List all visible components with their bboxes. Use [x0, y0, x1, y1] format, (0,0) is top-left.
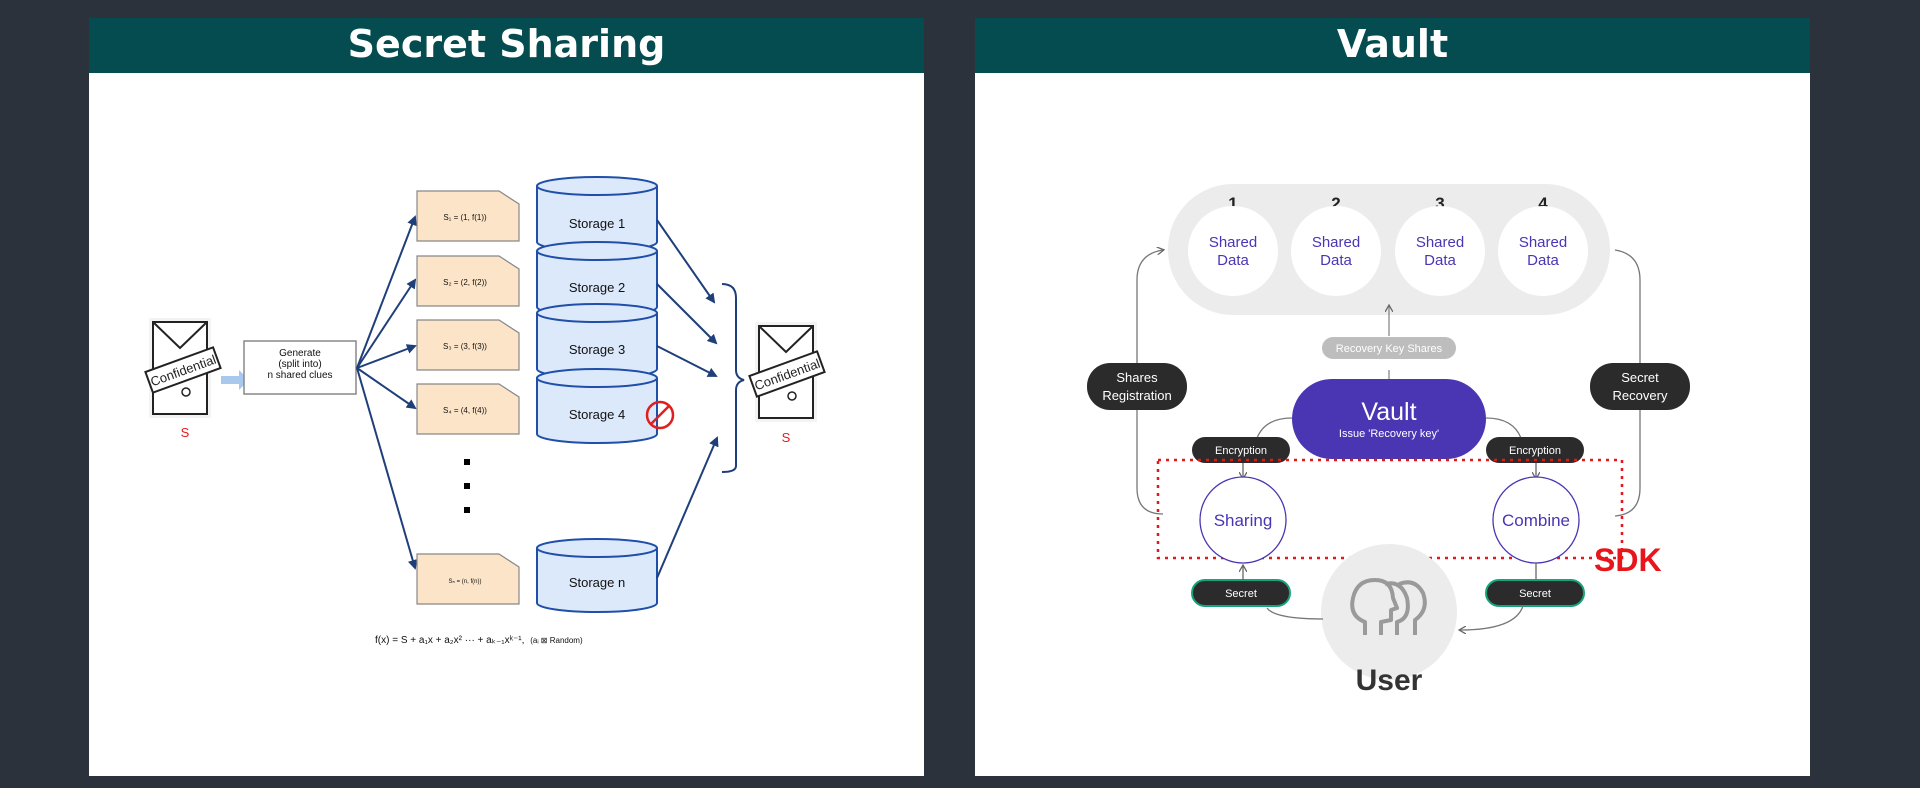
storage-4: Storage 4: [536, 368, 658, 444]
svg-text:Secret: Secret: [1519, 588, 1551, 600]
svg-text:Shared: Shared: [1519, 234, 1567, 251]
svg-text:n shared clues: n shared clues: [267, 370, 332, 381]
blocked-icon: [645, 400, 675, 430]
svg-text:Recovery: Recovery: [1613, 388, 1668, 403]
shared-data-3: 3 Shared Data: [1395, 194, 1485, 296]
confidential-envelope-left: Confidential: [144, 318, 222, 418]
svg-text:S₃ = (3, f(3)): S₃ = (3, f(3)): [443, 342, 487, 351]
vault-to-encryption-right: [1485, 417, 1522, 439]
confidential-envelope-right: Confidential: [748, 322, 826, 422]
svg-text:Storage n: Storage n: [569, 575, 625, 590]
encryption-pill-left: [1192, 437, 1290, 463]
vault-core: [1292, 379, 1486, 459]
svg-text:S₄ = (4, f(4)): S₄ = (4, f(4)): [443, 406, 487, 415]
svg-text:Encryption: Encryption: [1509, 445, 1561, 457]
split-arrow: [221, 370, 249, 390]
share-card-4: S₄ = (4, f(4)): [416, 383, 520, 435]
svg-text:(split into): (split into): [278, 359, 321, 370]
ellipsis-dot: [464, 483, 470, 489]
svg-text:Generate: Generate: [279, 348, 321, 359]
svg-text:Secret: Secret: [1621, 370, 1659, 385]
svg-text:Storage 1: Storage 1: [569, 216, 625, 231]
recovery-key-shares-label: Recovery Key Shares: [1336, 343, 1443, 355]
svg-text:Data: Data: [1424, 252, 1456, 269]
fan-out-arrows: [356, 215, 418, 570]
recovery-key-shares-pill: [1322, 337, 1456, 359]
secret-s-left: S: [181, 425, 190, 440]
svg-text:Storage 2: Storage 2: [569, 280, 625, 295]
svg-text:Data: Data: [1527, 252, 1559, 269]
combine-label: Combine: [1502, 511, 1570, 530]
shared-data-2: 2 Shared Data: [1291, 194, 1381, 296]
svg-text:2: 2: [1331, 194, 1340, 213]
secret-to-user-right: [1460, 605, 1524, 630]
secret-s-right: S: [782, 430, 791, 445]
svg-text:Storage 4: Storage 4: [569, 407, 625, 422]
vault-core-label: Vault: [1361, 398, 1416, 426]
storage-2: Storage 2: [536, 241, 658, 317]
svg-text:Storage 3: Storage 3: [569, 342, 625, 357]
encryption-pill-right: [1486, 437, 1584, 463]
svg-text:Shares: Shares: [1116, 370, 1158, 385]
storage-3: Storage 3: [536, 303, 658, 379]
svg-text:4: 4: [1538, 194, 1548, 213]
sdk-label: SDK: [1594, 542, 1662, 578]
secret-recovery-pill: [1590, 363, 1690, 410]
sharing-label: Sharing: [1214, 511, 1273, 530]
ellipsis-dot: [464, 459, 470, 465]
vault-panel: Vault 1 Shared Data 2 Shared Data 3 Shar…: [975, 18, 1810, 776]
ellipsis-dot: [464, 507, 470, 513]
secret-sharing-panel: Secret Sharing Confidential S Generate (…: [89, 18, 924, 776]
shares-registration-pill: [1087, 363, 1187, 410]
storage-1: Storage 1: [536, 176, 658, 252]
vault-to-encryption-left: [1256, 417, 1293, 439]
share-card-2: S₂ = (2, f(2)): [416, 255, 520, 307]
user-label: User: [1356, 664, 1423, 697]
secret-pill-right: [1485, 579, 1585, 607]
svg-text:1: 1: [1228, 194, 1237, 213]
svg-text:S₁ = (1, f(1)): S₁ = (1, f(1)): [443, 213, 487, 222]
generate-box: Generate (split into) n shared clues: [243, 340, 357, 395]
secret-sharing-title: Secret Sharing: [89, 18, 924, 73]
secret-pill-left: [1191, 579, 1291, 607]
sharing-circle: [1199, 476, 1287, 564]
svg-text:Secret: Secret: [1225, 588, 1257, 600]
users-icon: [1350, 578, 1427, 635]
svg-text:Registration: Registration: [1102, 388, 1171, 403]
svg-text:Shared: Shared: [1416, 234, 1464, 251]
svg-text:Sₙ = (n, f(n)): Sₙ = (n, f(n)): [449, 579, 482, 585]
shared-data-4: 4 Shared Data: [1498, 194, 1588, 296]
share-card-1: S₁ = (1, f(1)): [416, 190, 520, 242]
polynomial-formula: f(x) = S + a₁x + a₂x² ··· + aₖ₋₁xᵏ⁻¹, (a…: [375, 635, 583, 646]
share-card-3: S₃ = (3, f(3)): [416, 319, 520, 371]
collect-arrows: [656, 219, 719, 579]
vault-title: Vault: [975, 18, 1810, 73]
vault-diagram: 1 Shared Data 2 Shared Data 3 Shared Dat…: [1087, 184, 1690, 697]
combine-bracket: [721, 283, 745, 473]
svg-text:3: 3: [1435, 194, 1444, 213]
shared-data-1: 1 Shared Data: [1188, 194, 1278, 296]
svg-text:Data: Data: [1320, 252, 1352, 269]
svg-text:Shared: Shared: [1209, 234, 1257, 251]
secret-sharing-diagram: Confidential S Generate (split into) n s…: [144, 176, 826, 646]
storage-n: Storage n: [536, 538, 658, 613]
svg-text:Encryption: Encryption: [1215, 445, 1267, 457]
shared-data-group: [1168, 184, 1610, 315]
share-card-n: Sₙ = (n, f(n)): [416, 553, 520, 605]
vault-core-sub: Issue 'Recovery key': [1339, 428, 1439, 440]
svg-text:Shared: Shared: [1312, 234, 1360, 251]
svg-text:S₂ = (2, f(2)): S₂ = (2, f(2)): [443, 278, 487, 287]
user-to-secret-left: [1266, 607, 1324, 620]
svg-text:Data: Data: [1217, 252, 1249, 269]
